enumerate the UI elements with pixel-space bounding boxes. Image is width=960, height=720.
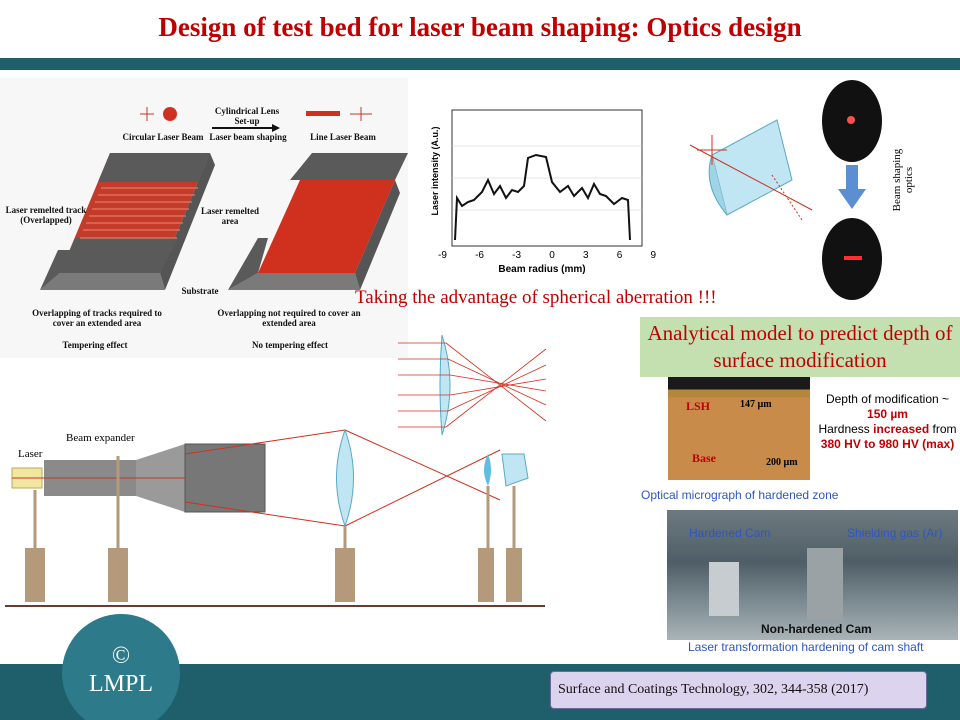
tick-label: 9 (650, 250, 656, 261)
hardened-label: Hardened Cam (689, 526, 771, 540)
lmpl-logo: © LMPL (62, 614, 180, 720)
laser-label: Laser (18, 448, 43, 460)
circular-beam-icon (140, 107, 177, 121)
hardness-from: from (932, 422, 957, 436)
tick-label: -9 (438, 250, 447, 261)
hardness-line: Hardness increased from (815, 422, 960, 437)
down-arrow-icon (838, 165, 866, 210)
hardened-band (709, 562, 739, 616)
profile-curve (454, 153, 631, 241)
tick-label: 6 (616, 250, 623, 261)
intensity-profile-plot: Laser intensity (A.u.) -9 -6 -3 0 3 6 9 … (422, 100, 658, 282)
base-label: Base (692, 451, 716, 465)
non-hardened-label: Non-hardened Cam (761, 622, 872, 636)
tick-label: -3 (512, 250, 522, 261)
right-effect: No tempering effect (252, 340, 328, 350)
micrograph-image: LSH 147 µm Base 200 µm (668, 377, 810, 480)
profile-ylabel: Laser intensity (A.u.) (430, 126, 440, 216)
beam-shaping-optics-label: Beam shaping optics (891, 148, 915, 212)
micrograph-caption: Optical micrograph of hardened zone (641, 488, 839, 502)
profile-axes (451, 109, 643, 247)
left-caption: Overlapping of tracks required to cover … (32, 308, 162, 328)
circular-beam-label: Circular Laser Beam (122, 132, 204, 142)
non-hardened-band (807, 548, 843, 620)
line-beam-icon (306, 107, 372, 121)
hardness-increased: increased (873, 422, 930, 436)
remelted-area-label: Laser remelted area (201, 206, 259, 226)
profile-tick-row: -9 -6 -3 0 3 6 9 (438, 250, 656, 261)
slide-title: Design of test bed for laser beam shapin… (158, 12, 802, 42)
hardness-range: 380 HV to 980 HV (max) (820, 437, 955, 451)
profile-xlabel: Beam radius (mm) (498, 264, 586, 275)
reference-box: Surface and Coatings Technology, 302, 34… (550, 671, 927, 709)
tick-label: 0 (549, 250, 555, 261)
right-substrate-block (228, 153, 408, 290)
depth-annotation: Depth of modification ~ 150 µm Hardness … (815, 392, 960, 452)
lens-setup-label: Cylindrical Lens Set-up (214, 106, 280, 126)
hardness-prefix: Hardness (818, 422, 870, 436)
beam-shaping-label: Laser beam shaping (209, 132, 287, 142)
lens-drawing (689, 119, 813, 221)
analytical-model-box: Analytical model to predict depth of sur… (640, 317, 960, 377)
shielding-label: Shielding gas (Ar) (847, 526, 943, 540)
lsh-label: LSH (686, 399, 711, 413)
beam-shaping-schematic: Circular Laser Beam Cylindrical Lens Set… (0, 78, 408, 358)
copyright-symbol: © (111, 643, 131, 669)
scale-bar-label: 200 µm (766, 457, 798, 468)
optical-bench-setup: Laser Beam expander (0, 420, 548, 610)
remelted-track-label: Laser remelted track (Overlapped) (5, 205, 87, 225)
right-caption: Overlapping not required to cover an ext… (217, 308, 361, 328)
circular-spot-image (822, 80, 882, 162)
left-substrate-block (40, 153, 215, 290)
line-spot-image (822, 218, 882, 300)
beam-expander-label: Beam expander (66, 432, 135, 444)
ray-diagram (398, 325, 548, 445)
schematic-drawing (40, 107, 408, 290)
line-beam-label: Line Laser Beam (310, 132, 376, 142)
substrate-label: Substrate (181, 286, 219, 296)
depth-value: 150 µm (867, 407, 908, 421)
logo-text: LMPL (88, 671, 153, 697)
aberration-note: Taking the advantage of spherical aberra… (355, 287, 717, 308)
cylindrical-lens-illustration (682, 95, 822, 225)
top-divider-bar (0, 58, 960, 70)
left-effect: Tempering effect (62, 340, 128, 350)
depth-label: Depth of modification ~ (825, 392, 950, 406)
tick-label: -6 (475, 250, 484, 261)
tick-label: 3 (582, 250, 589, 261)
lsh-thickness: 147 µm (740, 399, 772, 410)
cam-shaft-photo: Hardened Cam Shielding gas (Ar) Non-hard… (667, 510, 958, 640)
cam-caption: Laser transformation hardening of cam sh… (688, 640, 924, 654)
